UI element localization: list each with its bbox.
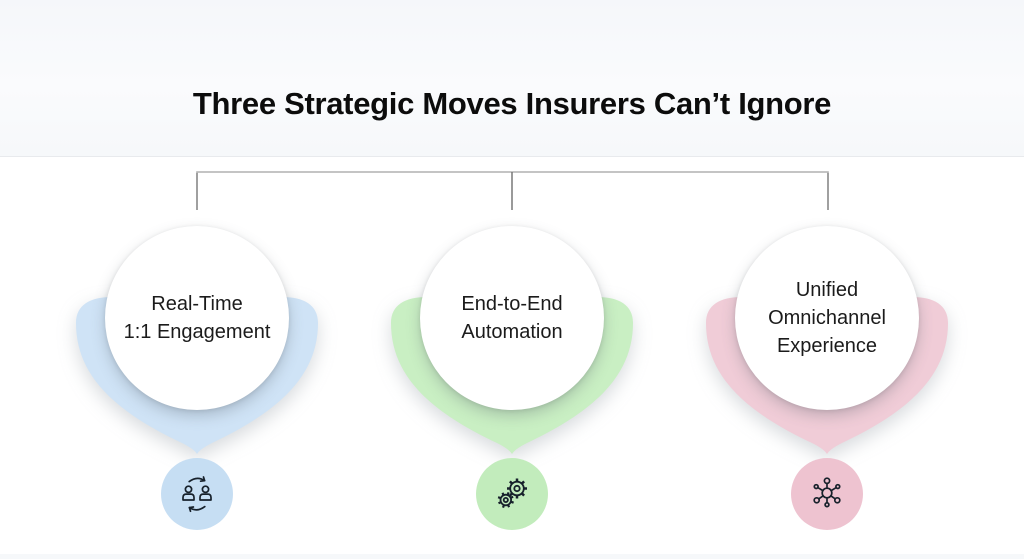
card-unified-omnichannel: Unified Omnichannel Experience	[692, 0, 962, 559]
topic-label: Real-Time 1:1 Engagement	[123, 293, 271, 343]
topic-bubble: Real-Time 1:1 Engagement	[105, 226, 289, 410]
topic-label: Unified Omnichannel Experience	[768, 279, 886, 357]
topic-label: End-to-End Automation	[461, 293, 563, 343]
card-end-to-end-automation: End-to-End Automation	[377, 0, 647, 559]
icon-chip	[161, 458, 233, 530]
footer-band	[0, 554, 1024, 559]
topic-bubble: Unified Omnichannel Experience	[735, 226, 919, 410]
icon-chip	[791, 458, 863, 530]
card-real-time-engagement: Real-Time 1:1 Engagement	[62, 0, 332, 559]
topic-bubble: End-to-End Automation	[420, 226, 604, 410]
network-hub-icon	[813, 477, 841, 508]
people-exchange-icon	[182, 476, 212, 513]
icon-chip	[476, 458, 548, 530]
gears-icon	[497, 478, 527, 508]
header-band	[0, 0, 1024, 157]
page-title: Three Strategic Moves Insurers Can’t Ign…	[192, 86, 832, 121]
